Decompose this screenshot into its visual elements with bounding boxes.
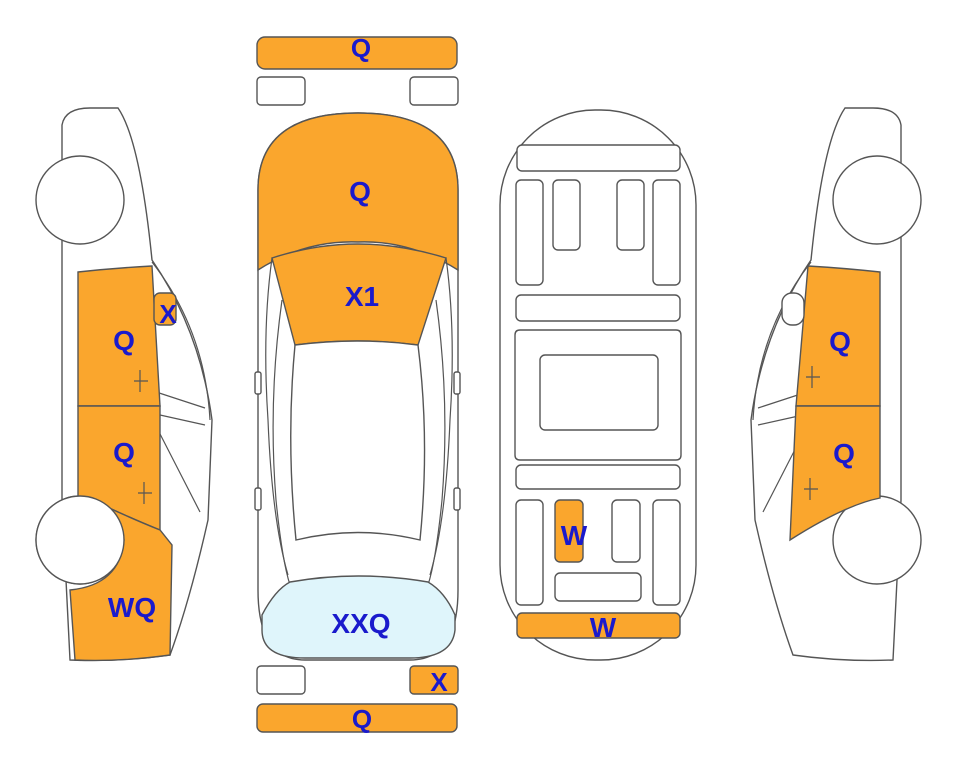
label-rear-bumper: Q xyxy=(352,704,372,734)
left-mirror-panel[interactable] xyxy=(153,292,177,326)
damage-labels: Q Q X1 XXQ X Q Q X Q WQ Q Q W W xyxy=(108,33,855,734)
ub-rear-panel-damaged[interactable] xyxy=(516,612,681,639)
ub-spare-well xyxy=(554,572,642,602)
roof-panel xyxy=(290,340,426,541)
label-underbody-rear-panel: W xyxy=(590,612,617,643)
ub-front-rail-left xyxy=(515,179,544,286)
ub-rear-inner-right xyxy=(611,499,641,563)
top-view xyxy=(254,36,461,733)
label-left-rear-quarter: WQ xyxy=(108,592,156,623)
ub-rear-rail-right xyxy=(652,499,681,606)
ub-front-crossmember xyxy=(516,144,681,172)
right-side-line xyxy=(427,299,446,586)
right-window-line xyxy=(752,261,812,421)
label-left-front-door: Q xyxy=(113,325,135,356)
label-front-bumper: Q xyxy=(351,33,371,63)
rear-bumper-panel[interactable] xyxy=(256,703,458,733)
left-a-pillar xyxy=(265,257,289,576)
left-front-wheel xyxy=(35,155,125,245)
hood-panel[interactable] xyxy=(257,112,459,272)
left-rear-handle-icon xyxy=(138,482,152,504)
underbody-view xyxy=(499,109,697,661)
rear-light-right[interactable] xyxy=(409,665,459,695)
ub-front-rail-right xyxy=(652,179,681,286)
label-hood: Q xyxy=(349,176,371,207)
left-side-line xyxy=(272,299,291,586)
label-rear-light-right: X xyxy=(430,667,448,697)
label-right-rear-door: Q xyxy=(833,438,855,469)
top-mirror-left xyxy=(254,371,262,395)
left-rear-wheel-over xyxy=(35,495,125,585)
rear-window-panel[interactable] xyxy=(261,575,456,659)
left-window-line xyxy=(151,261,211,421)
label-rear-window: XXQ xyxy=(331,608,390,639)
ub-floor-center xyxy=(539,354,659,431)
headlight-left[interactable] xyxy=(256,76,306,106)
label-right-front-door: Q xyxy=(829,326,851,357)
top-mirror-right xyxy=(453,371,461,395)
right-front-handle-icon xyxy=(806,366,820,388)
right-front-door-panel[interactable] xyxy=(795,265,881,407)
right-side-view xyxy=(750,107,922,662)
right-rear-handle-icon xyxy=(804,478,818,500)
label-left-rear-door: Q xyxy=(113,437,135,468)
ub-rear-crossmember xyxy=(515,464,681,490)
front-bumper-panel[interactable] xyxy=(256,36,458,70)
top-handle-right xyxy=(453,487,461,511)
label-underbody-member: W xyxy=(561,520,588,551)
label-left-mirror: X xyxy=(159,299,177,329)
left-side-view xyxy=(35,107,213,662)
right-mirror xyxy=(781,292,805,326)
ub-mid-crossmember xyxy=(515,294,681,322)
right-rear-door-panel[interactable] xyxy=(789,405,881,542)
top-handle-left xyxy=(254,487,262,511)
label-windshield: X1 xyxy=(345,281,379,312)
ub-front-inner-right xyxy=(616,179,645,251)
ub-rear-rail-left xyxy=(515,499,544,606)
right-front-wheel xyxy=(832,155,922,245)
right-a-pillar xyxy=(429,257,453,576)
ub-front-inner-left xyxy=(552,179,581,251)
headlight-right[interactable] xyxy=(409,76,459,106)
left-front-handle-icon xyxy=(134,370,148,392)
ub-rear-member-damaged[interactable] xyxy=(554,499,584,563)
rear-light-left[interactable] xyxy=(256,665,306,695)
